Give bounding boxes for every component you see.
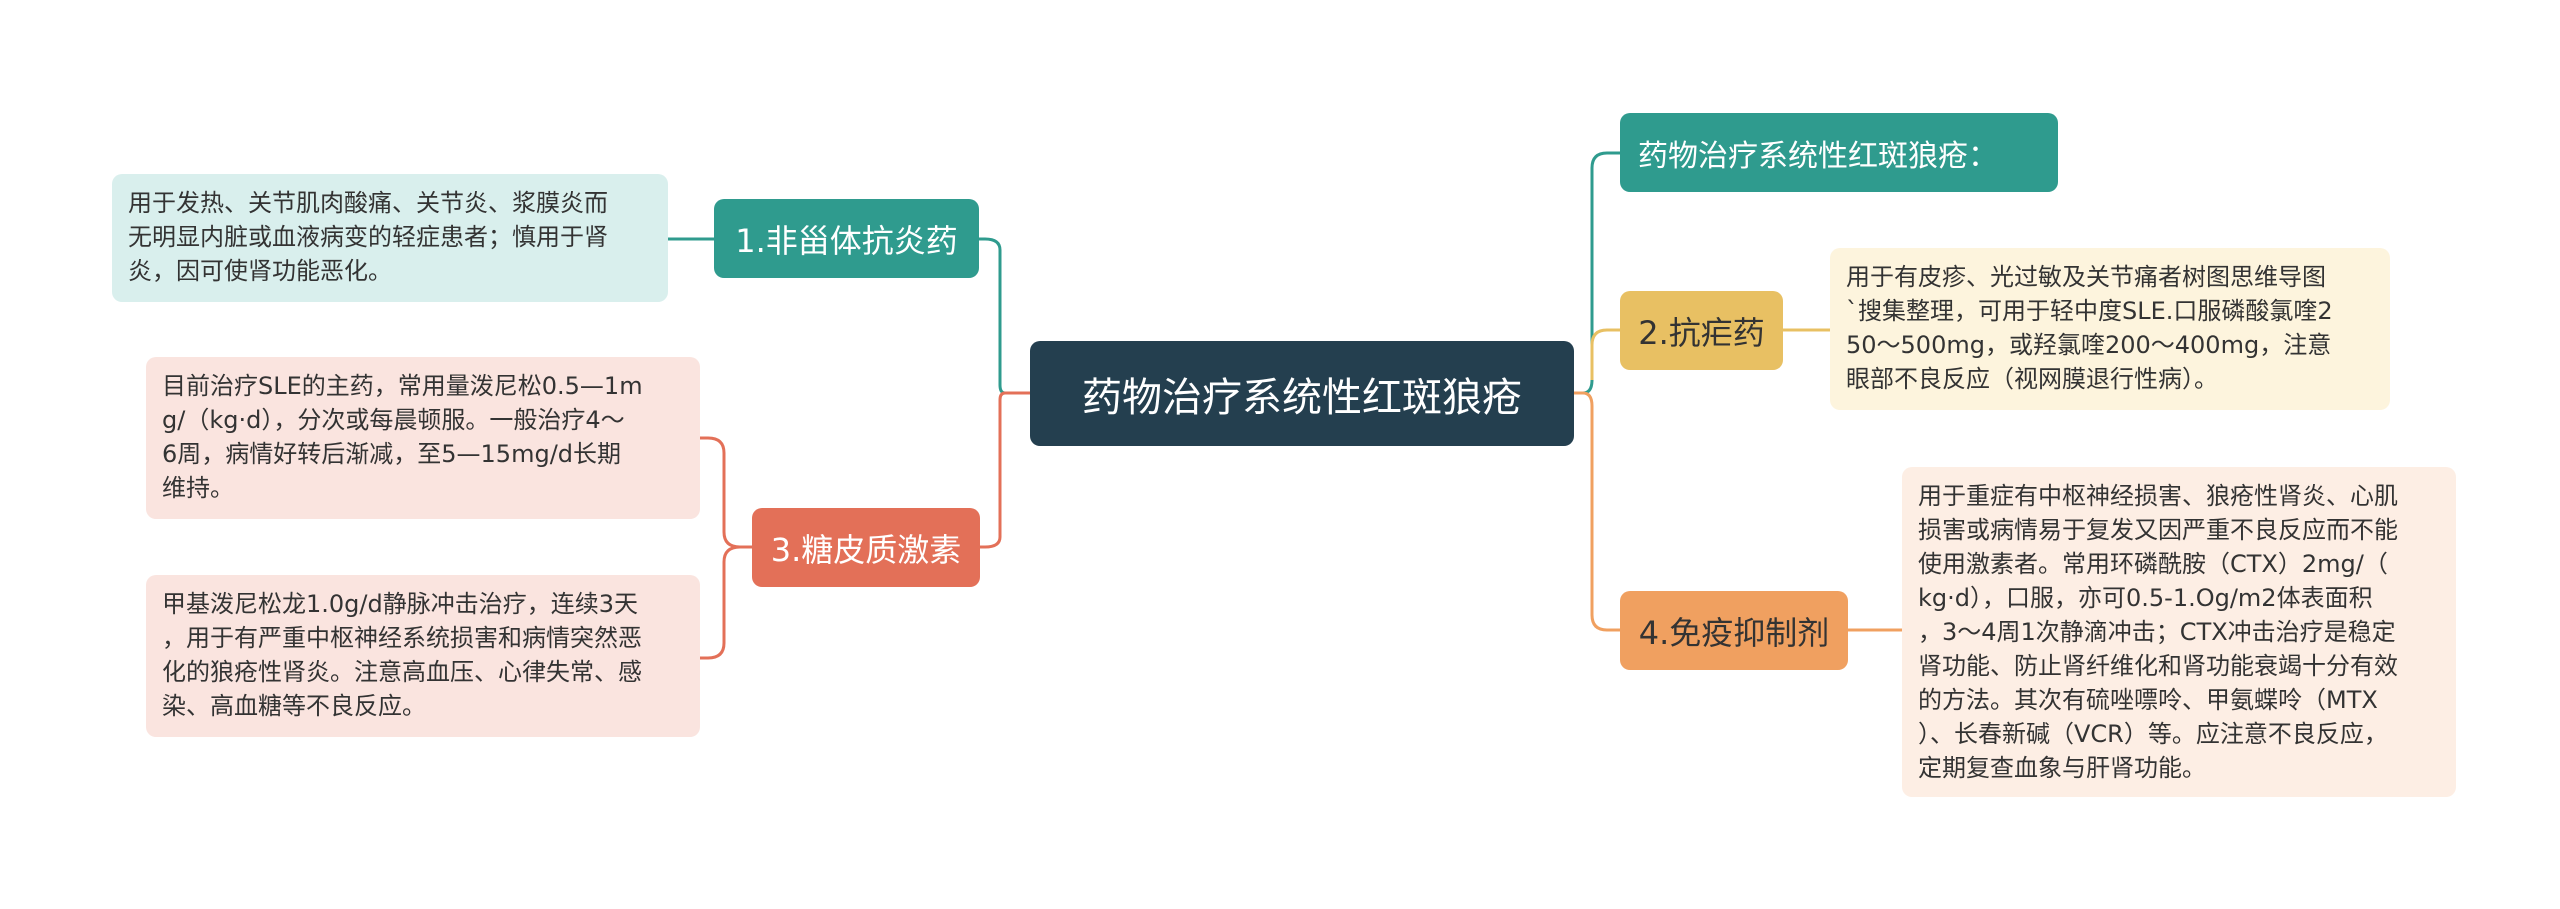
- branch-nsaid[interactable]: 1.非甾体抗炎药: [714, 199, 979, 278]
- steroid-detail-2-line-2: ，用于有严重中枢神经系统损害和病情突然恶: [162, 624, 642, 652]
- branch-steroid-label: 3.糖皮质激素: [770, 530, 962, 569]
- immuno-detail-line-3: 使用激素者。常用环磷酰胺（CTX）2mg/（: [1918, 550, 2388, 578]
- antimalarial-detail[interactable]: 用于有皮疹、光过敏及关节痛者树图思维导图 `搜集整理，可用于轻中度SLE.口服磷…: [1830, 248, 2390, 410]
- steroid-detail-2[interactable]: 甲基泼尼松龙1.0g/d静脉冲击治疗，连续3天 ，用于有严重中枢神经系统损害和病…: [146, 575, 700, 737]
- link-center-antimalarial: [1590, 328, 1620, 380]
- antimalarial-detail-line-1: 用于有皮疹、光过敏及关节痛者树图思维导图: [1846, 263, 2326, 291]
- central-topic[interactable]: 药物治疗系统性红斑狼疮: [1030, 341, 1574, 446]
- central-topic-label: 药物治疗系统性红斑狼疮: [1082, 374, 1522, 421]
- branch-steroid[interactable]: 3.糖皮质激素: [752, 508, 980, 587]
- antimalarial-detail-line-2: `搜集整理，可用于轻中度SLE.口服磷酸氯喹2: [1846, 297, 2333, 325]
- branch-intro-label: 药物治疗系统性红斑狼疮：: [1638, 138, 1998, 174]
- branch-antimalarial-label: 2.抗疟药: [1638, 313, 1765, 352]
- immuno-detail-line-6: 肾功能、防止肾纤维化和肾功能衰竭十分有效: [1918, 652, 2398, 680]
- nsaid-detail-line-3: 炎，因可使肾功能恶化。: [128, 257, 392, 285]
- branch-intro[interactable]: 药物治疗系统性红斑狼疮：: [1620, 113, 2058, 192]
- steroid-detail-1-line-2: g/（kg·d），分次或每晨顿服。一般治疗4～: [162, 406, 625, 434]
- link-center-immuno: [1574, 391, 1620, 632]
- branch-nsaid-label: 1.非甾体抗炎药: [735, 221, 958, 260]
- nsaid-detail-line-1: 用于发热、关节肌肉酸痛、关节炎、浆膜炎而: [128, 189, 608, 217]
- immuno-detail-line-2: 损害或病情易于复发又因严重不良反应而不能: [1918, 516, 2398, 544]
- immuno-detail-line-9: 定期复查血象与肝肾功能。: [1918, 754, 2206, 782]
- branch-immuno[interactable]: 4.免疫抑制剂: [1620, 591, 1848, 670]
- nsaid-detail[interactable]: 用于发热、关节肌肉酸痛、关节炎、浆膜炎而 无明显内脏或血液病变的轻症患者；慎用于…: [112, 174, 668, 302]
- steroid-detail-1-line-3: 6周，病情好转后渐减，至5—15mg/d长期: [162, 440, 622, 468]
- immuno-detail[interactable]: 用于重症有中枢神经损害、狼疮性肾炎、心肌 损害或病情易于复发又因严重不良反应而不…: [1902, 467, 2456, 797]
- link-center-steroid: [975, 391, 1030, 549]
- antimalarial-detail-line-4: 眼部不良反应（视网膜退行性病）。: [1846, 365, 2218, 393]
- immuno-detail-line-5: ，3～4周1次静滴冲击；CTX冲击治疗是稳定: [1918, 618, 2396, 646]
- steroid-detail-1[interactable]: 目前治疗SLE的主药，常用量泼尼松0.5—1m g/（kg·d），分次或每晨顿服…: [146, 357, 700, 519]
- steroid-detail-1-line-4: 维持。: [162, 474, 234, 502]
- link-center-intro: [1574, 151, 1620, 395]
- immuno-detail-line-1: 用于重症有中枢神经损害、狼疮性肾炎、心肌: [1918, 482, 2398, 510]
- antimalarial-detail-line-3: 50～500mg，或羟氯喹200～400mg，注意: [1846, 331, 2332, 359]
- link-center-nsaid: [975, 237, 1030, 395]
- immuno-detail-line-4: kg·d），口服，亦可0.5-1.Og/m2体表面积: [1918, 584, 2373, 612]
- branch-antimalarial[interactable]: 2.抗疟药: [1620, 291, 1783, 370]
- steroid-detail-1-line-1: 目前治疗SLE的主药，常用量泼尼松0.5—1m: [162, 372, 643, 400]
- nsaid-detail-line-2: 无明显内脏或血液病变的轻症患者；慎用于肾: [128, 223, 608, 251]
- immuno-detail-line-8: ）、长春新碱（VCR）等。应注意不良反应，: [1918, 720, 2388, 748]
- steroid-detail-2-line-1: 甲基泼尼松龙1.0g/d静脉冲击治疗，连续3天: [162, 590, 638, 618]
- steroid-detail-2-line-3: 化的狼疮性肾炎。注意高血压、心律失常、感: [162, 658, 642, 686]
- steroid-detail-2-line-4: 染、高血糖等不良反应。: [162, 692, 426, 720]
- link-steroid-details: [700, 436, 752, 660]
- immuno-detail-line-7: 的方法。其次有硫唑嘌呤、甲氨蝶呤（MTX: [1918, 686, 2378, 714]
- branch-immuno-label: 4.免疫抑制剂: [1638, 613, 1830, 652]
